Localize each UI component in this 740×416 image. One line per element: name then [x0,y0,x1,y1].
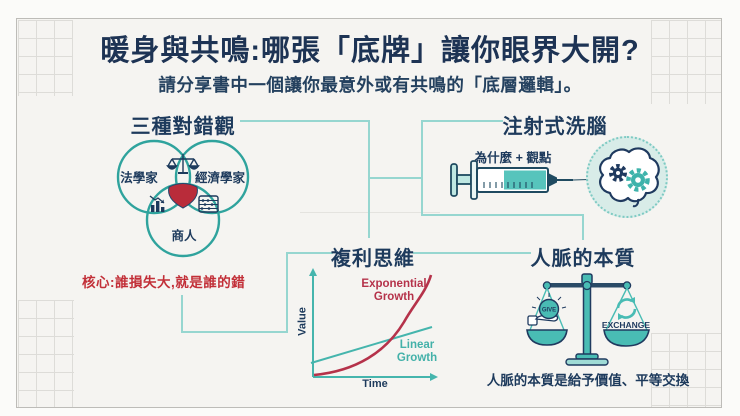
grid-texture-bottom-left [18,300,74,407]
venn-center-intersection [168,183,198,209]
grid-texture-bottom-right [651,333,721,407]
brain-gears-icon [599,147,660,208]
scale-pan-left [526,329,568,346]
page-title: 暖身與共鳴:哪張「底牌」讓你眼界大開? [100,35,640,67]
chart-xlabel: Time [362,378,388,390]
give-coin-icon [538,298,560,320]
syringe-icon [450,160,590,200]
heading-network: 人脈的本質 [530,248,636,270]
grid-texture-top-right [651,20,721,104]
venn-label-right: 經濟學家 [195,170,246,185]
connector-mid-bridge [368,177,423,179]
give-label: GIVE [542,308,556,314]
heading-three-views: 三種對錯觀 [130,116,236,138]
brain-badge [586,136,668,218]
connector-corenote-up [286,252,288,333]
connector-venn-right [240,120,369,122]
grid-texture-top-left [18,20,73,96]
venn-circle-right [174,139,250,215]
chart-ylabel: Value [296,307,309,336]
exchange-arrows-icon [616,297,637,320]
exponential-growth-label: Exponential Growth [361,278,427,303]
connector-to-compound-heading [286,252,333,254]
scale-frame [542,273,632,366]
core-note: 核心:誰損失大,就是誰的錯 [82,275,246,290]
connector-to-injection-heading [423,120,503,122]
growth-chart [309,268,438,381]
declining-chart-icon [149,195,165,212]
connector-syringe-bottom-edge [421,214,584,216]
syringe-label: 為什麼 + 觀點 [474,151,552,165]
syringe-body [450,160,590,200]
connector-down-to-network [582,214,584,240]
exchange-label: EXCHANGE [602,320,651,330]
grid-stray-line [300,212,440,213]
exponential-growth-curve [313,274,433,377]
heading-injection: 注射式洗腦 [502,116,608,138]
gear-icon-small [609,164,627,182]
venn-circle-left [116,139,192,215]
venn-label-bottom: 商人 [171,228,197,243]
linear-growth-line [310,326,433,364]
heading-compound: 複利思維 [331,248,415,270]
abacus-icon [198,195,219,213]
brain-stem [632,198,640,208]
connector-corenote-across [181,331,288,333]
connector-corenote-down [181,295,183,333]
gear-icon-large [626,168,650,192]
connector-compound-to-network [413,252,531,254]
chart-axes [309,268,438,381]
page-subtitle: 請分享書中一個讓你最意外或有共鳴的「底層邏輯」。 [158,75,582,95]
brain-outline [599,147,660,203]
justice-scales-icon [166,154,200,174]
venn-label-left: 法學家 [120,170,158,185]
scale-pan-right [603,329,650,347]
connector-syringe-left-edge [421,120,423,216]
linear-growth-label: Linear Growth [396,339,438,364]
give-rays [531,293,567,309]
venn-diagram: 法學家 經濟學家 商人 [116,139,250,258]
balance-scale-icon: GIVE EXCHANGE [526,273,651,366]
connector-down-to-compound [368,120,370,238]
network-caption: 人脈的本質是給予價值、平等交換 [486,373,690,388]
